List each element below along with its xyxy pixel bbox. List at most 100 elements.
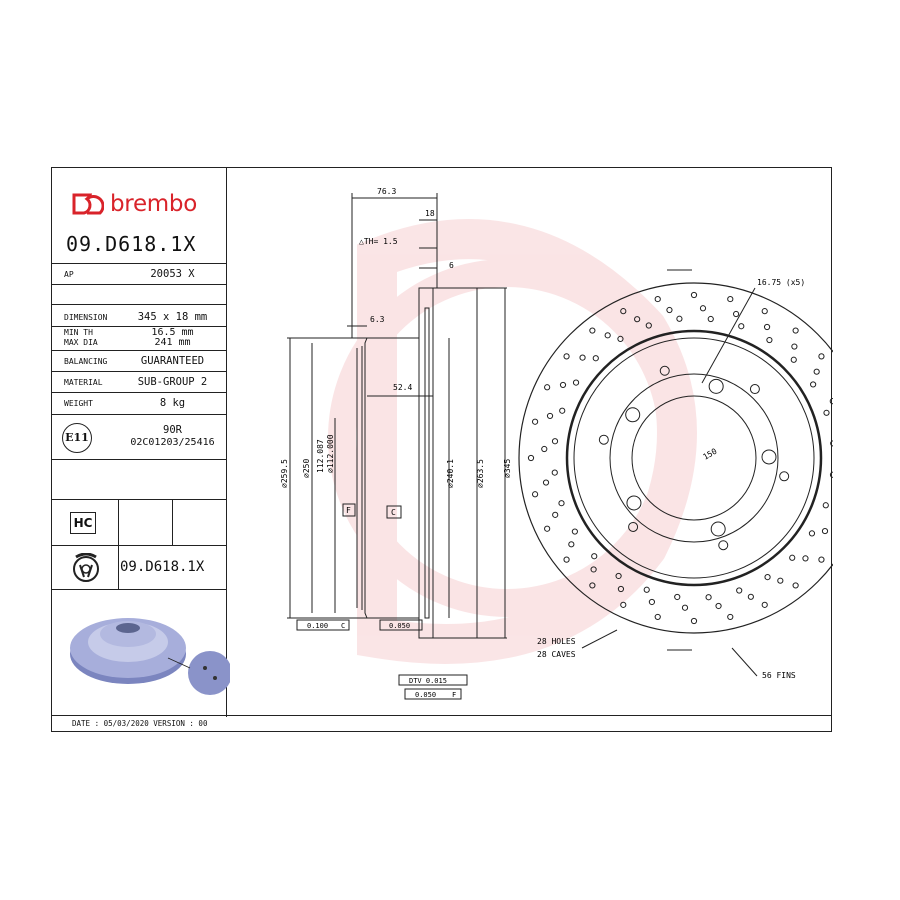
drill-hole <box>563 353 570 360</box>
drill-hole <box>690 617 698 625</box>
drill-hole <box>681 604 689 611</box>
drill-hole <box>674 593 681 601</box>
tol-runout-ref: F <box>452 691 456 699</box>
bolt-hole <box>779 471 790 482</box>
material-value: SUB-GROUP 2 <box>137 376 208 388</box>
stud-hole <box>761 449 777 465</box>
tol-parallel-ref: C <box>341 622 345 630</box>
drill-hole <box>777 577 784 584</box>
tol-runout: 0.050 <box>415 691 436 699</box>
brembo-logo-icon <box>72 193 104 215</box>
drill-hole <box>558 500 565 507</box>
drill-hole <box>736 587 743 594</box>
stud-hole <box>708 378 724 394</box>
drill-hole <box>813 368 820 375</box>
drill-hole <box>531 418 539 425</box>
leader-lines <box>581 269 758 677</box>
drill-hole <box>568 541 575 548</box>
min-th-label: MIN TH <box>64 328 93 337</box>
balancing-row: BALANCING GUARANTEED <box>52 351 226 372</box>
stud-hole <box>710 521 726 537</box>
tol-parallel: 0.100 <box>307 622 328 630</box>
bolt-hole <box>749 384 760 395</box>
title-block: brembo 09.D618.1X AP 20053 X DIMENSION 3… <box>52 168 230 717</box>
brembo-watermark <box>328 219 697 664</box>
drill-hole <box>705 594 712 601</box>
max-dia-value: 241 mm <box>154 337 191 348</box>
drill-hole <box>747 593 754 600</box>
drill-hole <box>727 295 734 303</box>
min-max-row: MIN TH MAX DIA 16.5 mm 241 mm <box>52 327 226 351</box>
drawing-sheet: brembo 09.D618.1X AP 20053 X DIMENSION 3… <box>51 167 833 732</box>
drill-hole <box>620 308 627 315</box>
drill-hole <box>579 354 586 361</box>
dia-112-000: ⌀112.000 <box>326 434 335 473</box>
disc-3d-render <box>70 618 230 695</box>
weight-label: WEIGHT <box>64 399 93 408</box>
weight-value: 8 kg <box>159 397 186 409</box>
approval-line1: 90R <box>163 424 182 436</box>
drill-hole <box>732 310 740 318</box>
holes-label: 28 HOLES <box>537 637 576 646</box>
min-th-value: 16.5 mm <box>151 327 194 338</box>
drill-hole <box>738 323 745 330</box>
drill-hole <box>818 353 825 360</box>
drill-hole <box>634 316 641 323</box>
dim-th: △TH= 1.5 <box>359 237 398 246</box>
balancing-label: BALANCING <box>64 357 108 366</box>
ap-value: 20053 X <box>150 268 195 280</box>
dim-76-3: 76.3 <box>377 187 396 196</box>
drill-hole <box>808 530 816 537</box>
drill-hole <box>571 528 578 535</box>
drill-hole <box>654 613 661 621</box>
drill-hole <box>790 356 797 363</box>
drill-hole <box>541 445 548 453</box>
section-view <box>287 193 507 639</box>
hc-mark: HC <box>70 512 96 534</box>
drill-hole <box>764 574 771 581</box>
drill-hole <box>707 315 714 323</box>
drill-hole <box>572 379 580 386</box>
caves-label: 28 CAVES <box>537 650 576 659</box>
drill-hole <box>818 556 825 563</box>
bolt-hole <box>628 521 639 532</box>
stud-hole <box>625 407 641 423</box>
technical-drawing: 76.3 18 △TH= 1.5 6 6.3 52.4 ⌀259.5 ⌀250 … <box>280 187 833 700</box>
drill-hole <box>648 598 656 606</box>
drill-hole <box>544 525 551 532</box>
drill-hole <box>699 305 707 312</box>
drill-hole <box>542 479 550 486</box>
drill-holes <box>527 291 833 625</box>
brembo-logo: brembo <box>70 190 220 218</box>
drill-hole <box>546 412 554 420</box>
drill-hole <box>789 554 796 561</box>
drill-hole <box>559 381 567 389</box>
max-dia-label: MAX DIA <box>64 338 98 347</box>
drill-hole <box>715 602 722 610</box>
front-view <box>518 282 833 634</box>
balancing-value: GUARANTEED <box>140 355 205 367</box>
drill-hole <box>666 306 673 314</box>
drill-hole <box>810 381 817 388</box>
drill-hole <box>531 491 539 498</box>
part-number: 09.D618.1X <box>66 232 197 256</box>
stud-holes <box>598 365 790 551</box>
drill-hole <box>676 315 683 322</box>
blank-row <box>52 460 226 500</box>
dia-259-5: ⌀259.5 <box>280 459 289 488</box>
drill-hole <box>617 585 625 593</box>
disc-pad-icon <box>73 553 99 582</box>
material-row: MATERIAL SUB-GROUP 2 <box>52 372 226 393</box>
drill-hole <box>604 332 611 339</box>
drill-hole <box>821 527 829 535</box>
drill-hole <box>829 471 833 478</box>
bolt-hole <box>598 434 609 445</box>
dia-240-1: ⌀240.1 <box>446 459 455 488</box>
drill-hole <box>551 469 558 476</box>
drill-hole <box>589 582 596 589</box>
part-repeat-row: 09.D618.1X <box>52 546 226 590</box>
pcd: 150 <box>702 447 719 462</box>
ap-label: AP <box>64 270 74 279</box>
tolerance-boxes <box>296 619 468 700</box>
fins-label: 56 FINS <box>762 671 796 680</box>
